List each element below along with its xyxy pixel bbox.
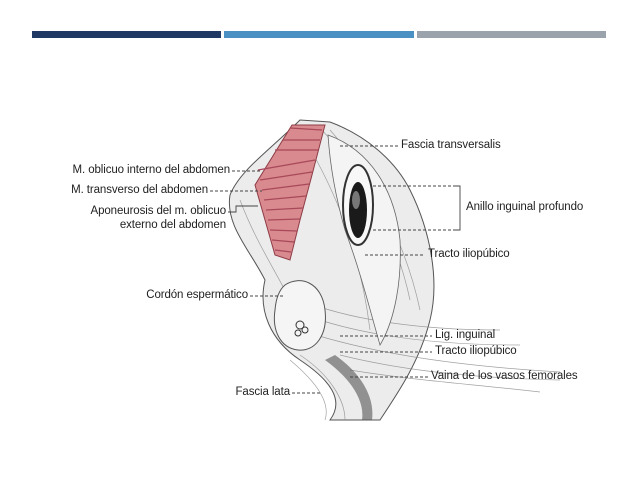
label-fascia-lata: Fascia lata — [235, 386, 290, 398]
label-aponeurosis-line1: Aponeurosis del m. oblicuo — [90, 205, 227, 217]
spermatic-cord — [273, 280, 326, 351]
transversus-muscle — [254, 124, 326, 261]
label-vaina-vasos-femorales: Vaina de los vasos femorales — [431, 370, 578, 382]
label-anillo-inguinal-profundo: Anillo inguinal profundo — [466, 201, 584, 213]
fascia-lata-band — [325, 355, 373, 420]
label-tracto-iliopubico-lower: Tracto iliopúbico — [435, 345, 517, 357]
label-lig-inguinal: Lig. inguinal — [435, 329, 496, 341]
label-tracto-iliopubico-upper: Tracto iliopúbico — [428, 248, 510, 260]
accent-bar-gray — [417, 31, 606, 38]
label-aponeurosis-line2: externo del abdomen — [119, 219, 226, 231]
accent-bar-blue — [224, 31, 414, 38]
label-oblicuo-interno: M. oblicuo interno del abdomen — [72, 164, 231, 176]
label-fascia-transversalis: Fascia transversalis — [401, 139, 501, 151]
label-transverso: M. transverso del abdomen — [71, 184, 208, 196]
deep-inguinal-ring — [342, 164, 374, 246]
leader-lines — [210, 145, 461, 394]
accent-bar-navy — [32, 31, 221, 38]
label-cordon-espermatico: Cordón espermático — [146, 289, 248, 301]
